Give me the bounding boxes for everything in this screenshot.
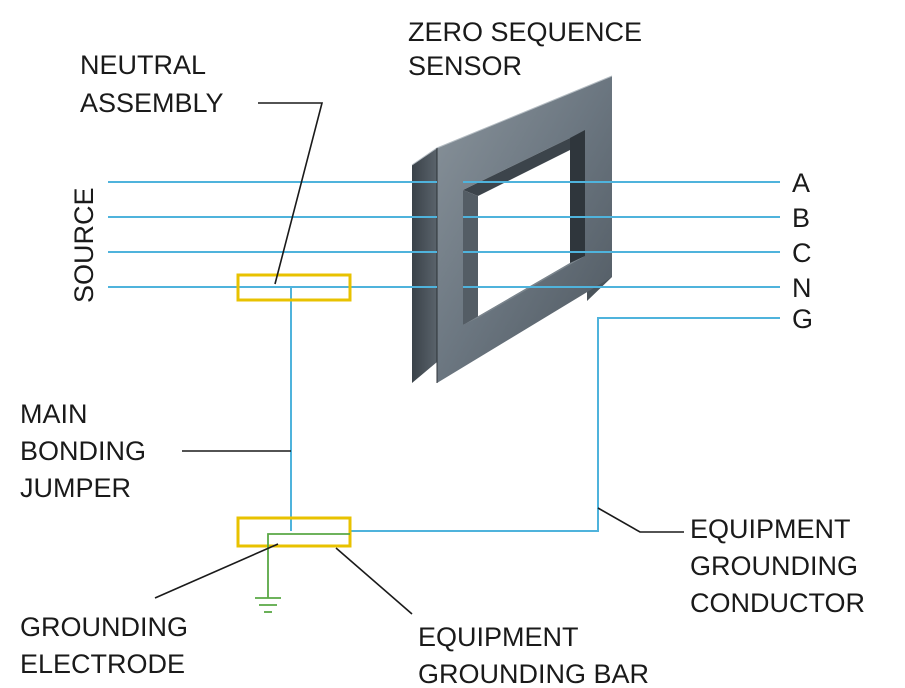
neutral-assembly-label-line2: ASSEMBLY <box>80 88 224 118</box>
phase-g-label: G <box>792 304 813 334</box>
phase-wires-right <box>463 181 780 288</box>
sensor-label-line2: SENSOR <box>408 51 522 81</box>
grounding-electrode-label-line2: ELECTRODE <box>20 649 185 679</box>
equipment-grounding-bar-box <box>236 516 352 548</box>
neutral-assembly-box <box>236 273 352 302</box>
phase-n-label: N <box>792 273 812 303</box>
main-bonding-jumper-label-line1: MAIN <box>20 399 88 429</box>
main-bonding-jumper-label-line3: JUMPER <box>20 473 131 503</box>
phase-c-label: C <box>792 238 812 268</box>
leader-neutral-assembly <box>258 102 324 285</box>
grounding-electrode-label-line1: GROUNDING <box>20 612 188 642</box>
equipment-grounding-conductor-label-line1: EQUIPMENT <box>690 514 851 544</box>
equipment-grounding-bar-label-line1: EQUIPMENT <box>418 622 579 652</box>
phase-wires-left <box>108 181 437 288</box>
phase-b-label: B <box>792 203 810 233</box>
zero-sequence-sensor <box>411 75 613 383</box>
equipment-grounding-conductor-label-line2: GROUNDING <box>690 551 858 581</box>
equipment-grounding-conductor-wire <box>350 317 780 532</box>
sensor-label-line1: ZERO SEQUENCE <box>408 17 642 47</box>
equipment-grounding-conductor-label-line3: CONDUCTOR <box>690 588 865 618</box>
leader-equipment-grounding-conductor <box>597 507 684 533</box>
leader-grounding-electrode <box>154 543 279 599</box>
ground-symbol-icon <box>255 533 350 613</box>
phase-a-label: A <box>792 168 810 198</box>
leader-equipment-grounding-bar <box>335 547 413 615</box>
main-bonding-jumper-label-line2: BONDING <box>20 436 146 466</box>
equipment-grounding-bar-label-line2: GROUNDING BAR <box>418 659 649 688</box>
source-label: SOURCE <box>69 187 99 303</box>
neutral-assembly-label-line1: NEUTRAL <box>80 50 206 80</box>
leader-lines <box>154 102 684 615</box>
